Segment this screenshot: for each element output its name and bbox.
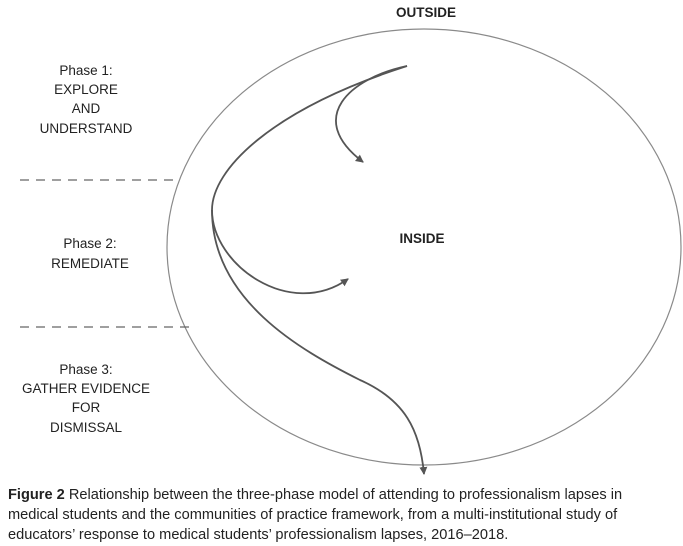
phase3-line-2: GATHER EVIDENCE — [22, 381, 150, 396]
phase3-label: Phase 3: GATHER EVIDENCE FOR DISMISSAL — [22, 362, 150, 435]
phase1-line-3: AND — [72, 101, 101, 116]
community-boundary-ellipse — [166, 28, 682, 466]
phase1-line-4: UNDERSTAND — [40, 121, 133, 136]
phase3-line-3: FOR — [72, 400, 101, 415]
inside-label: INSIDE — [399, 231, 444, 246]
phase3-line-1: Phase 3: — [59, 362, 112, 377]
phase1-line-2: EXPLORE — [54, 82, 118, 97]
phase2-return-arrow — [211, 65, 408, 295]
phase2-line-1: Phase 2: — [63, 236, 116, 251]
phase1-label: Phase 1: EXPLORE AND UNDERSTAND — [40, 63, 133, 136]
phase3-exit-arrow — [211, 209, 428, 475]
phase2-line-2: REMEDIATE — [51, 256, 129, 271]
phase1-return-arrow — [335, 65, 408, 163]
diagram: OUTSIDE INSIDE Phase 1: EXPLORE AND UNDE… — [20, 5, 682, 475]
figure-caption: Figure 2 Relationship between the three-… — [8, 485, 676, 545]
outside-label: OUTSIDE — [396, 5, 456, 20]
phase1-line-1: Phase 1: — [59, 63, 112, 78]
phase2-label: Phase 2: REMEDIATE — [51, 236, 129, 271]
phase3-line-4: DISMISSAL — [50, 420, 123, 435]
caption-text: Relationship between the three-phase mod… — [8, 487, 623, 543]
caption-label: Figure 2 — [8, 487, 65, 503]
